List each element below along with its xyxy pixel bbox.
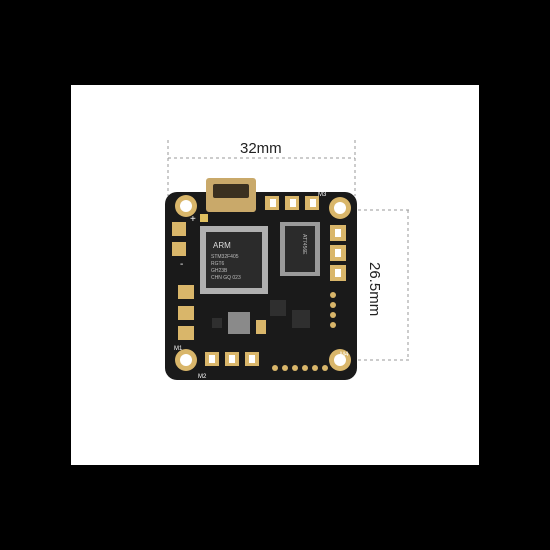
bottom-pads [205,352,328,371]
silkscreen: + - M1 M2 M3 M4 [174,192,349,380]
width-dimension-label: 32mm [240,140,282,157]
driver-chip: AT7456E [280,222,320,276]
corner-label-3: M3 [318,192,327,198]
left-pads [172,222,194,340]
right-pads [330,225,346,328]
dimension-lines [167,140,410,361]
mcu-text-3: RGT6 [211,261,225,267]
pcb-board: ARM STM32F405 RGT6 GH23B CHN GQ 023 AT74… [165,178,357,380]
driver-text: AT7456E [301,234,307,255]
small-components [200,214,310,334]
mcu-text-4: GH23B [211,268,228,274]
height-dimension-label: 26.5mm [366,262,383,317]
mcu-text-5: CHN GQ 023 [211,275,241,281]
mounting-holes [175,195,351,371]
mcu-chip: ARM STM32F405 RGT6 GH23B CHN GQ 023 [200,226,268,294]
mcu-text-2: STM32F405 [211,254,239,260]
usb-connector [206,178,256,212]
mcu-text-1: ARM [213,241,231,250]
corner-label-2: M2 [198,374,207,380]
corner-label-4: M4 [340,352,349,358]
plus-label: + [190,214,196,225]
corner-label-1: M1 [174,346,183,352]
top-pads [265,196,319,210]
minus-label: - [180,259,183,270]
